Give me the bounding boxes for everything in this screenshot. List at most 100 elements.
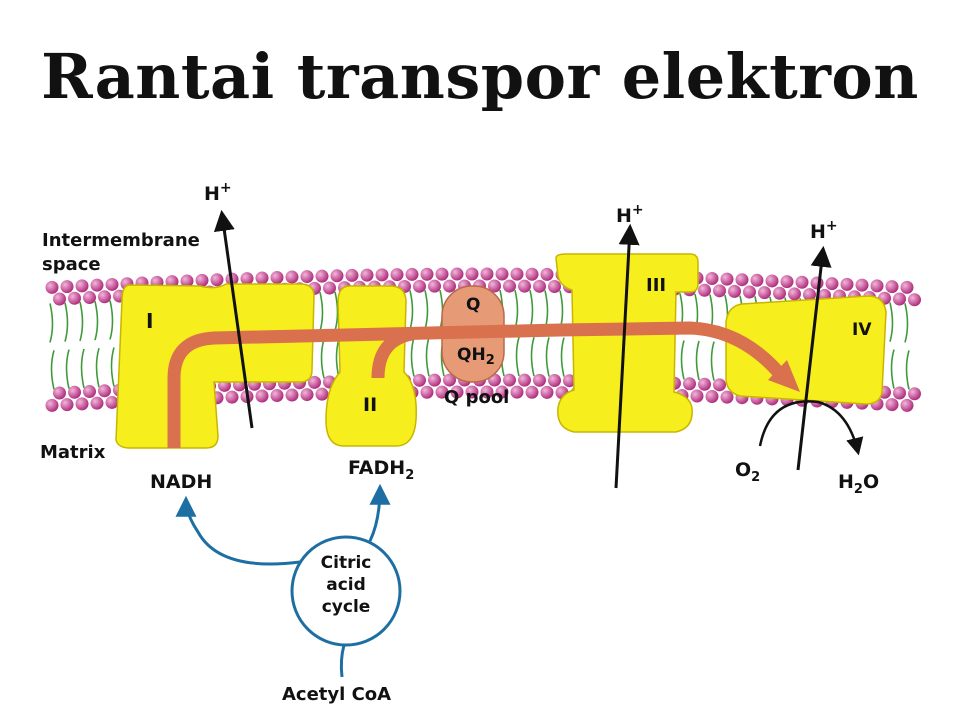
lipid-head: [195, 273, 209, 287]
complex-i: [115, 283, 315, 449]
lipid-tail: [889, 302, 895, 389]
lipid-head: [210, 273, 224, 287]
lipid-head: [870, 279, 884, 293]
lipid-head: [518, 279, 531, 293]
lipid-tail: [49, 303, 55, 390]
proton-arrow-complex-i: [213, 209, 254, 429]
lipid-head: [510, 267, 524, 281]
q-label: Q: [466, 295, 480, 315]
lipid-head: [300, 270, 314, 284]
fadh2-label: FADH2: [348, 457, 414, 483]
lipid-head: [270, 389, 284, 403]
lipid-head: [413, 279, 426, 293]
lipid-head: [360, 268, 374, 282]
h-plus-label-1: H+: [204, 180, 232, 205]
lipid-tail: [79, 301, 85, 389]
lipid-head: [503, 373, 516, 387]
lipid-head: [413, 373, 426, 387]
lipid-head: [698, 377, 711, 391]
lipid-head: [518, 373, 531, 387]
lipid-head: [540, 267, 554, 281]
lipid-head: [900, 398, 914, 412]
lipid-head: [105, 395, 119, 409]
lipid-head: [488, 279, 501, 293]
lipid-head: [713, 284, 726, 298]
lipid-head: [908, 293, 921, 307]
lipid-tail: [319, 291, 325, 379]
lipid-head: [240, 272, 254, 286]
lipid-head: [720, 390, 734, 404]
lipid-head: [420, 267, 434, 281]
lipid-head: [428, 279, 441, 293]
lipid-head: [270, 271, 284, 285]
proton-arrow-complex-iv: [796, 245, 832, 471]
lipid-head: [83, 385, 96, 399]
lipid-head: [825, 277, 839, 291]
lipid-head: [390, 268, 404, 282]
lipid-head: [98, 290, 111, 304]
lipid-head: [885, 398, 899, 412]
page-title: Rantai transpor elektron: [41, 40, 919, 113]
lipid-head: [428, 373, 441, 387]
lipid-head: [480, 385, 494, 399]
lipid-head: [810, 276, 824, 290]
lipid-head: [705, 390, 719, 404]
lipid-head: [525, 385, 539, 399]
lipid-head: [855, 278, 869, 292]
lipid-head: [90, 396, 104, 410]
lipid-head: [503, 279, 516, 293]
lipid-head: [83, 291, 96, 305]
lipid-head: [495, 385, 509, 399]
lipid-head: [255, 389, 269, 403]
lipid-head: [285, 270, 299, 284]
lipid-head: [435, 267, 449, 281]
lipid-head: [840, 277, 854, 291]
lipid-head: [495, 267, 509, 281]
complex-iv: [725, 295, 887, 405]
oxygen-reduction-arrow: [758, 400, 864, 456]
lipid-head: [563, 374, 576, 388]
proton-arrow-complex-iii: [614, 223, 640, 489]
lipid-head: [60, 398, 74, 412]
lipid-head: [375, 268, 389, 282]
lipid-tail: [694, 293, 700, 381]
lipid-head: [548, 279, 561, 293]
acetyl-coa-label: Acetyl CoA: [282, 684, 391, 705]
lipid-head: [720, 272, 734, 286]
complex-iii: [555, 253, 699, 433]
lipid-head: [405, 267, 419, 281]
lipid-head: [330, 269, 344, 283]
qh2-label: QH2: [457, 345, 495, 368]
lipid-tail: [679, 293, 685, 380]
lipid-head: [255, 271, 269, 285]
lipid-head: [893, 292, 906, 306]
lipid-head: [795, 275, 809, 289]
lipid-head: [773, 286, 786, 300]
lipid-head: [68, 291, 81, 305]
lipid-head: [315, 387, 329, 401]
lipid-tail: [409, 290, 415, 377]
lipid-tail: [94, 300, 100, 388]
lipid-head: [698, 283, 711, 297]
lipid-tail: [109, 300, 115, 387]
lipid-head: [780, 275, 794, 289]
lipid-tail: [424, 290, 430, 377]
lipid-head: [480, 267, 494, 281]
complex-ii-label: II: [363, 394, 377, 416]
lipid-head: [525, 267, 539, 281]
lipid-head: [105, 277, 119, 291]
lipid-head: [465, 267, 479, 281]
lipid-head: [450, 267, 464, 281]
lipid-head: [683, 377, 696, 391]
lipid-head: [743, 285, 756, 299]
lipid-head: [533, 373, 546, 387]
lipid-head: [705, 272, 719, 286]
lipid-head: [225, 390, 239, 404]
lipid-head: [53, 386, 66, 400]
lipid-tail: [64, 302, 70, 389]
lipid-tail: [904, 303, 910, 390]
lipid-head: [323, 281, 336, 295]
electron-path-arrowhead: [768, 360, 800, 392]
